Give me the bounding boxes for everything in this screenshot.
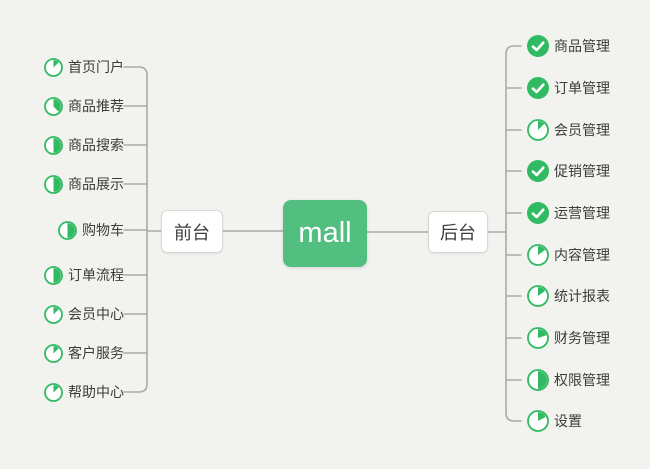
topic-label: 会员中心 <box>68 306 124 322</box>
topic-promotion-mgmt[interactable]: 促销管理 <box>527 160 610 182</box>
topic-member-mgmt[interactable]: 会员管理 <box>527 119 610 141</box>
topic-label: 统计报表 <box>554 288 610 304</box>
progress-pie-icon <box>44 96 63 116</box>
topic-label: 促销管理 <box>554 163 610 179</box>
topic-label: 权限管理 <box>554 372 610 388</box>
topic-label: 购物车 <box>82 222 124 238</box>
topic-label: 订单管理 <box>554 80 610 96</box>
progress-pie-icon <box>527 327 549 349</box>
check-circle-icon <box>527 202 549 224</box>
topic-customer-service[interactable]: 客户服务 <box>44 342 124 364</box>
topic-label: 会员管理 <box>554 122 610 138</box>
topic-member-center[interactable]: 会员中心 <box>44 303 124 325</box>
topic-label: 商品展示 <box>68 176 124 192</box>
topic-product-recommend[interactable]: 商品推荐 <box>44 95 124 117</box>
progress-pie-icon <box>44 174 63 194</box>
progress-pie-icon <box>44 265 63 285</box>
progress-pie-icon <box>527 285 549 307</box>
topic-operations-mgmt[interactable]: 运营管理 <box>527 202 610 224</box>
topic-homepage-portal[interactable]: 首页门户 <box>44 56 124 78</box>
topic-label: 商品管理 <box>554 38 610 54</box>
progress-pie-icon <box>527 244 549 266</box>
check-circle-icon <box>527 160 549 182</box>
branch-node-frontend[interactable]: 前台 <box>161 210 223 253</box>
topic-permission-mgmt[interactable]: 权限管理 <box>527 369 610 391</box>
topic-label: 首页门户 <box>68 59 124 75</box>
topic-product-display[interactable]: 商品展示 <box>44 173 124 195</box>
topic-label: 设置 <box>554 413 582 429</box>
topic-statistics-report[interactable]: 统计报表 <box>527 285 610 307</box>
topic-settings[interactable]: 设置 <box>527 410 582 432</box>
topic-label: 商品推荐 <box>68 98 124 114</box>
topic-label: 运营管理 <box>554 205 610 221</box>
topic-product-mgmt[interactable]: 商品管理 <box>527 35 610 57</box>
progress-pie-icon <box>527 119 549 141</box>
topic-content-mgmt[interactable]: 内容管理 <box>527 244 610 266</box>
topic-label: 商品搜索 <box>68 137 124 153</box>
progress-pie-icon <box>44 343 63 363</box>
topic-label: 帮助中心 <box>68 384 124 400</box>
check-circle-icon <box>527 35 549 57</box>
topic-help-center[interactable]: 帮助中心 <box>44 381 124 403</box>
progress-pie-icon <box>58 220 77 240</box>
root-node-mall[interactable]: mall <box>283 200 367 267</box>
progress-pie-icon <box>44 135 63 155</box>
progress-pie-icon <box>44 304 63 324</box>
topic-finance-mgmt[interactable]: 财务管理 <box>527 327 610 349</box>
topic-label: 客户服务 <box>68 345 124 361</box>
progress-pie-icon <box>527 369 549 391</box>
topic-label: 内容管理 <box>554 247 610 263</box>
topic-label: 财务管理 <box>554 330 610 346</box>
progress-pie-icon <box>44 382 63 402</box>
progress-pie-icon <box>527 410 549 432</box>
topic-order-process[interactable]: 订单流程 <box>44 264 124 286</box>
topic-product-search[interactable]: 商品搜索 <box>44 134 124 156</box>
topic-order-mgmt[interactable]: 订单管理 <box>527 77 610 99</box>
topic-shopping-cart[interactable]: 购物车 <box>58 219 124 241</box>
progress-pie-icon <box>44 57 63 77</box>
branch-node-backend[interactable]: 后台 <box>428 211 488 253</box>
topic-label: 订单流程 <box>68 267 124 283</box>
check-circle-icon <box>527 77 549 99</box>
